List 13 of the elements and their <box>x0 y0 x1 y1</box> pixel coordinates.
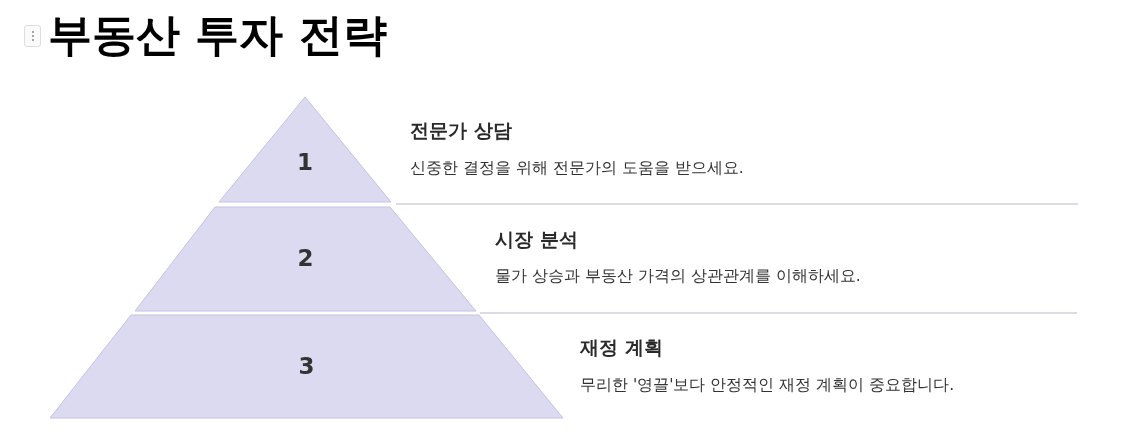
tier-description: 무리한 '영끌'보다 안정적인 재정 계획이 중요합니다. <box>580 375 955 396</box>
tier-heading: 전문가 상담 <box>410 118 512 143</box>
tier-heading: 시장 분석 <box>495 227 578 252</box>
tier-number: 2 <box>297 244 314 272</box>
pyramid-tier <box>49 314 564 419</box>
page-title: 부동산 투자 전략 <box>48 8 387 62</box>
pyramid-tier <box>218 96 392 203</box>
tier-heading: 재정 계획 <box>580 335 663 360</box>
tier-number: 1 <box>297 148 313 176</box>
tier-number: 3 <box>298 352 315 380</box>
tier-description: 물가 상승과 부동산 가격의 상관관계를 이해하세요. <box>495 266 861 287</box>
tier-description: 신중한 결정을 위해 전문가의 도움을 받으세요. <box>410 158 744 179</box>
pyramid-tier <box>134 206 477 312</box>
